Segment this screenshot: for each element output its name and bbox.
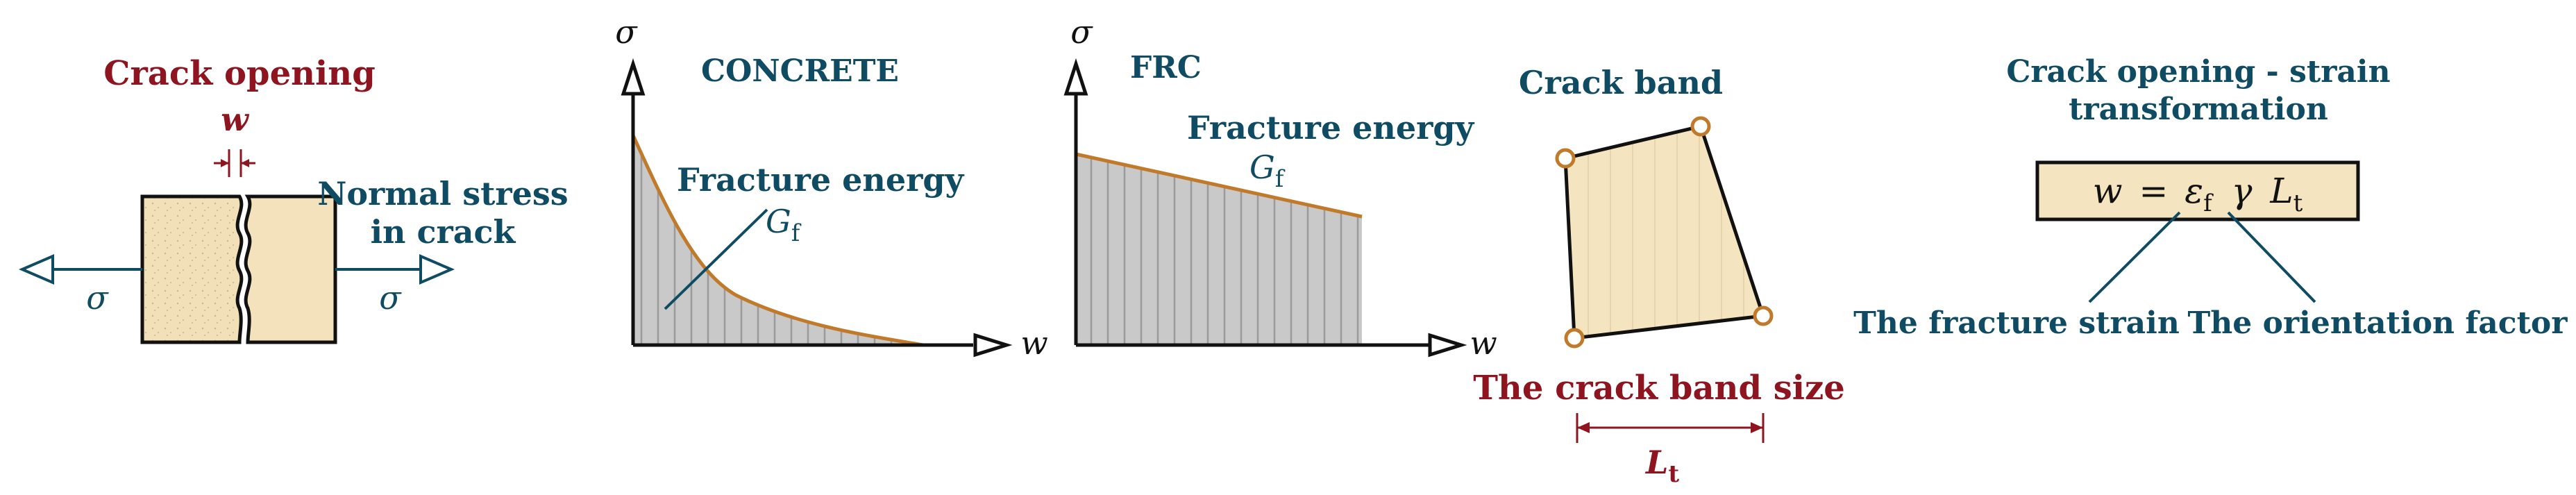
pointer-orientation-factor [2227,211,2316,303]
crack-band-title: Crack band [1519,64,1723,101]
axes-frc [1063,58,1467,358]
axis-w-concrete: w [1020,324,1047,362]
node-bottom-left [1564,328,1585,349]
axis-w-frc: w [1470,324,1497,362]
normal-stress-label-line1: Normal stress [317,175,568,212]
g-symbol-concrete: Gf [766,203,802,247]
node-bottom-right [1753,305,1774,326]
panel-frc: σ w FRC Fracture energy Gf [1063,13,1497,362]
softening-curve-frc [1075,152,1363,219]
fracture-energy-label-frc: Fracture energy [1187,109,1474,146]
pointer-line-concrete [664,208,768,310]
element-nodes [1555,116,1774,349]
softening-curve-concrete [631,134,924,347]
crack-band-size-label: The crack band size [1473,369,1845,408]
panel-crack-band: Crack band The crack band size Lt [1473,64,1845,488]
transformation-title-line2: transformation [2069,92,2328,127]
panel-concrete: σ w CONCRETE Fracture energy Gf [615,13,1047,362]
lt-symbol: Lt [1644,444,1679,488]
band-size-dimension [1576,413,1765,443]
node-top-right [1690,116,1711,137]
frc-title: FRC [1130,50,1202,85]
fracture-strain-label: The fracture strain [1853,305,2180,341]
formula: w = εf γ Lt [2093,171,2303,219]
transformation-title-line1: Crack opening - strain [2006,54,2390,90]
crack-width-marker [214,149,255,177]
stress-arrow-right [335,253,455,285]
fracture-energy-label-concrete: Fracture energy [677,161,964,199]
stress-arrow-left [18,253,142,285]
formula-box [2035,160,2360,221]
panel-transformation: Crack opening - strain transformation w … [1853,54,2568,341]
crack-band-element [1563,124,1766,340]
normal-stress-label-line2: in crack [371,213,516,251]
concrete-block-left [140,194,244,344]
axes-concrete [621,58,1013,358]
axis-sigma-frc: σ [1070,13,1093,51]
concrete-block-right [244,194,337,344]
g-symbol-frc: Gf [1249,149,1286,193]
pointer-fracture-strain [2088,211,2181,303]
fracture-energy-area-frc [1076,154,1362,345]
orientation-factor-label: The orientation factor [2188,305,2568,341]
panel-crack-opening: Crack opening w σ σ Normal stress in cra… [18,54,569,344]
sigma-left-label: σ [86,279,109,317]
sigma-right-label: σ [379,279,402,317]
node-top-left [1555,148,1576,169]
crack-width-symbol: w [221,101,249,138]
concrete-title: CONCRETE [701,53,899,89]
crack-opening-title: Crack opening [103,54,376,93]
axis-sigma-concrete: σ [615,13,638,51]
